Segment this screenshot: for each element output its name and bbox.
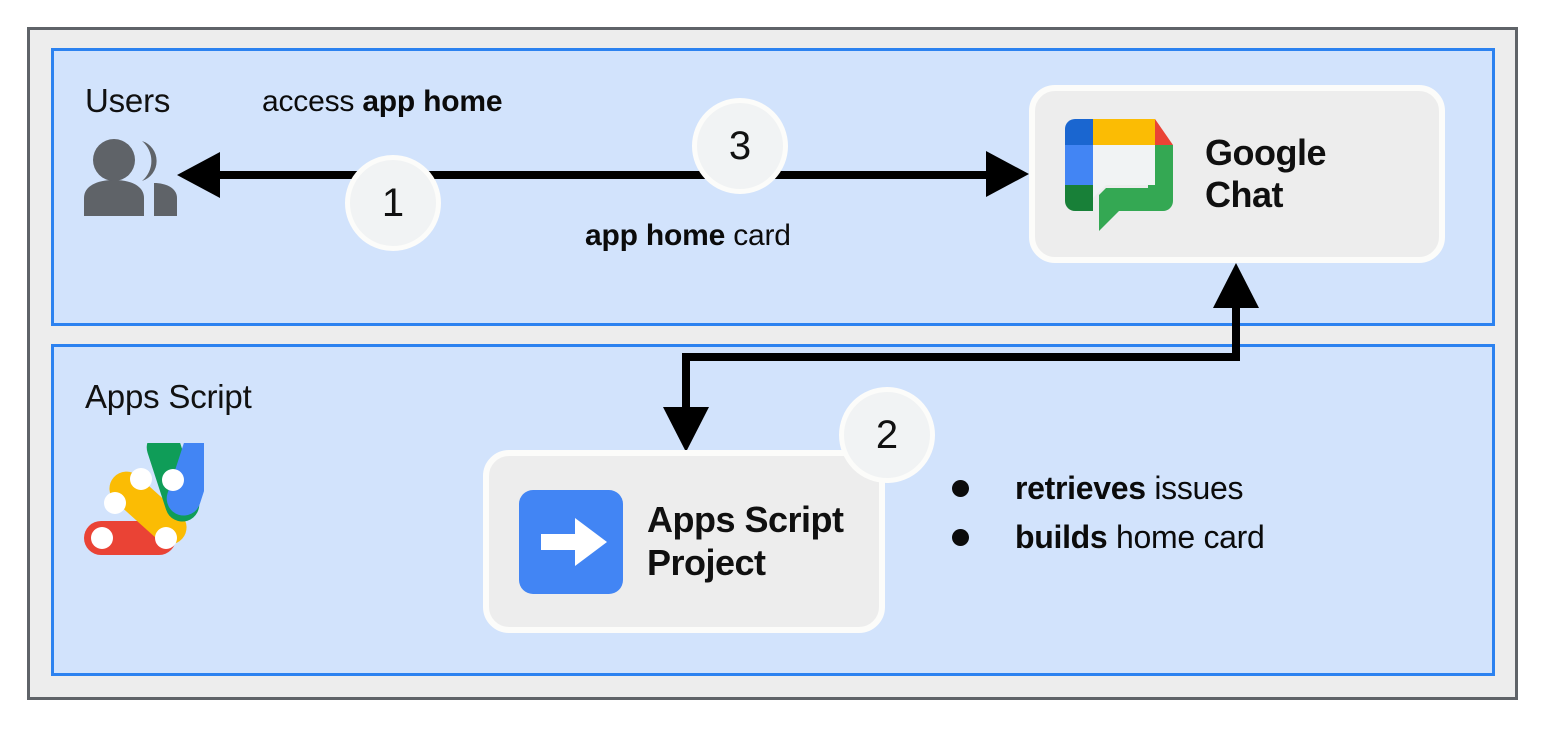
google-chat-logo: [1059, 115, 1179, 233]
node-google-chat[interactable]: Google Chat: [1029, 85, 1445, 263]
bullet-dot-icon: [952, 480, 969, 497]
panel-users-label: Users: [85, 82, 171, 119]
list-item-text: retrieves issues: [1015, 470, 1244, 507]
step-badge-3: 3: [692, 98, 788, 194]
bullet-dot-icon: [952, 529, 969, 546]
node-google-chat-label: Google Chat: [1205, 131, 1327, 215]
apps-script-logo: [82, 424, 220, 559]
list-item-bold: retrieves: [1015, 470, 1146, 506]
users-icon: [80, 138, 184, 216]
list-item-text: builds home card: [1015, 519, 1265, 556]
list-item: retrieves issues: [952, 470, 1265, 507]
apps-script-project-icon: [519, 489, 623, 594]
list-item-bold: builds: [1015, 519, 1108, 555]
list-item-rest: home card: [1107, 519, 1265, 555]
step-badge-2: 2: [839, 387, 935, 483]
list-item: builds home card: [952, 519, 1265, 556]
panel-apps-script-label: Apps Script: [85, 378, 252, 415]
node-apps-script-project-label: Apps Script Project: [647, 499, 844, 583]
step-badge-1: 1: [345, 155, 441, 251]
edge-label-access: access app home: [262, 85, 503, 119]
edge-label-access-plain: access: [262, 85, 363, 118]
node-apps-script-project[interactable]: Apps Script Project: [483, 450, 885, 633]
edge-label-home-card-bold: app home: [585, 219, 726, 252]
edge-label-access-bold: app home: [362, 85, 503, 118]
apps-script-actions-list: retrieves issues builds home card: [952, 470, 1265, 556]
list-item-rest: issues: [1145, 470, 1244, 506]
edge-label-home-card: app home card: [585, 219, 791, 253]
edge-label-home-card-suffix: card: [725, 219, 791, 252]
